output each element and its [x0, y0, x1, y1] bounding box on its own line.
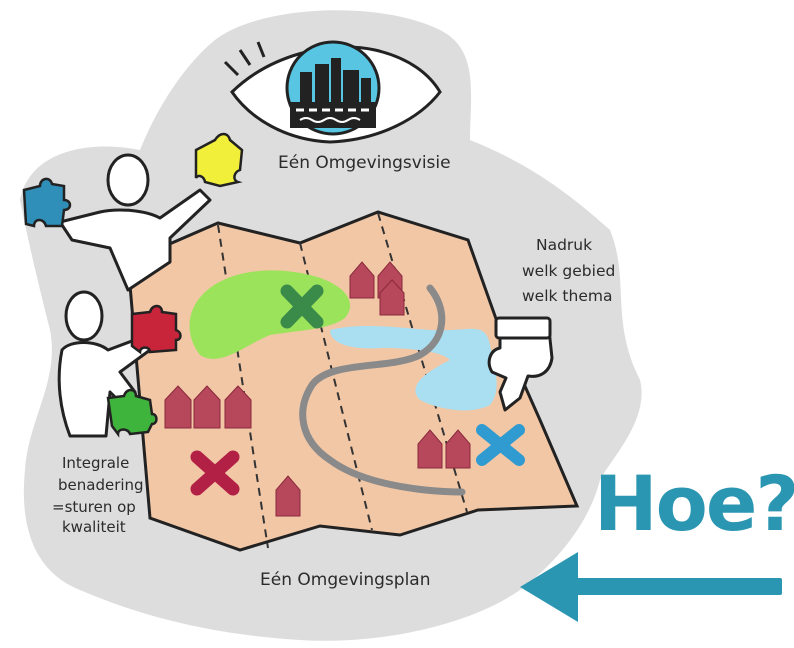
house-icon — [193, 385, 221, 429]
house-icon — [445, 429, 471, 469]
question-heading: Hoe? — [594, 459, 794, 548]
integral-line: Integrale — [62, 454, 129, 472]
cross-icon — [280, 284, 324, 329]
vision-label: Eén Omgevingsvisie — [278, 153, 451, 173]
cross-icon — [190, 450, 240, 496]
integral-line: =sturen op — [52, 498, 136, 516]
cross-icon — [476, 424, 525, 466]
emphasis-line: welk gebied — [522, 262, 615, 280]
puzzle-piece-icon — [22, 177, 72, 228]
emphasis-label: Nadruk welk gebied welk thema — [522, 236, 615, 305]
city-skyline-icon — [290, 58, 376, 128]
house-icon — [417, 429, 443, 469]
arrow-left-icon — [520, 552, 782, 622]
integral-line: kwaliteit — [62, 518, 126, 536]
puzzle-piece-icon — [130, 304, 182, 355]
emphasis-line: welk thema — [522, 287, 612, 305]
person-icon — [58, 153, 212, 292]
house-icon — [379, 279, 405, 316]
plan-label: Eén Omgevingsplan — [260, 570, 430, 590]
puzzle-piece-icon — [194, 132, 244, 188]
water-body — [330, 325, 497, 411]
eye-icon — [223, 40, 442, 144]
house-icon — [349, 261, 375, 299]
pointing-hand-icon — [487, 316, 554, 412]
integral-label: Integrale benadering =sturen op kwalitei… — [52, 454, 144, 536]
houses — [164, 261, 471, 517]
road — [299, 284, 466, 496]
puzzle-piece-icon — [106, 388, 158, 438]
emphasis-line: Nadruk — [536, 236, 592, 254]
house-icon — [164, 385, 192, 429]
house-icon — [275, 475, 301, 517]
house-icon — [224, 385, 252, 429]
integral-line: benadering — [58, 476, 144, 494]
